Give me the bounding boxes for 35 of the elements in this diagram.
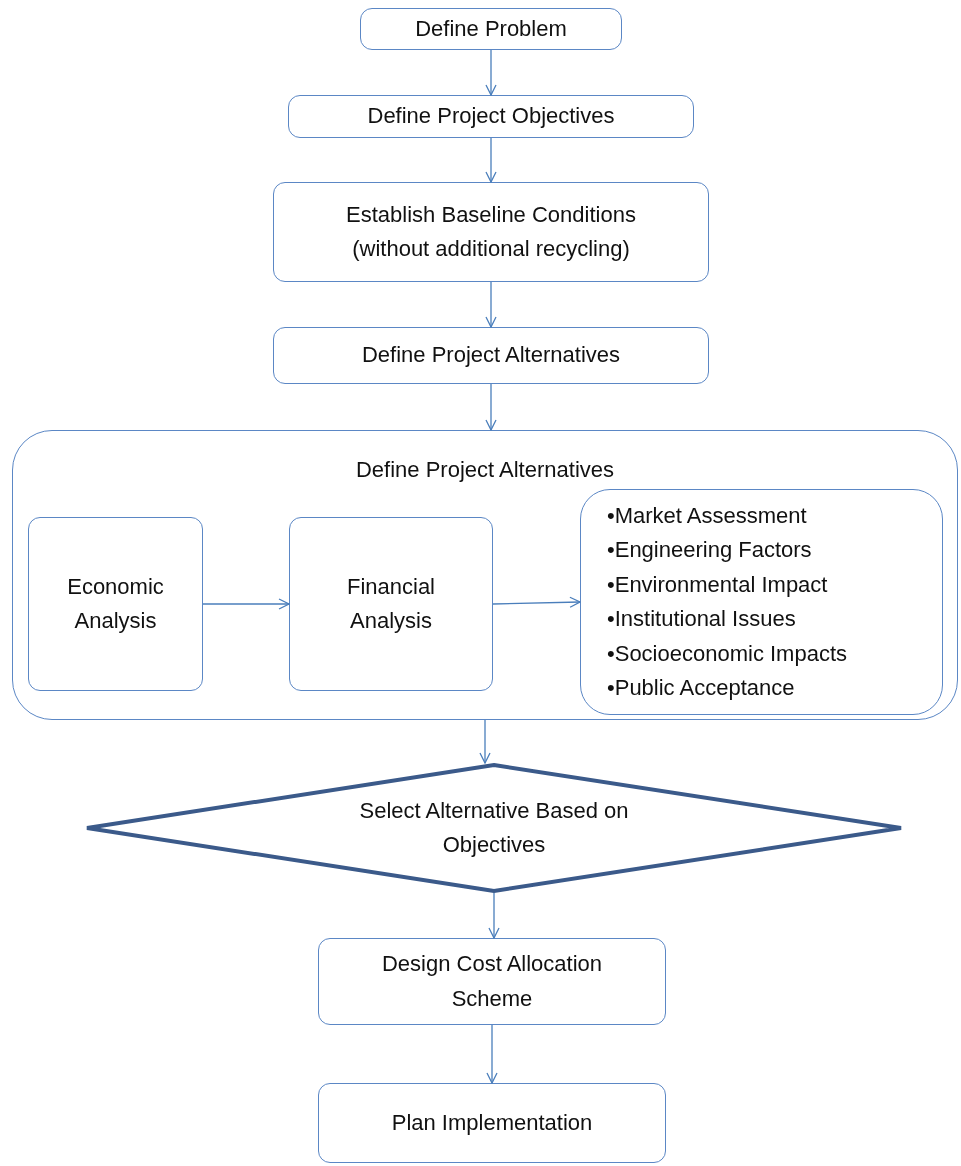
process-box — [273, 182, 709, 282]
arrow — [202, 598, 290, 610]
arrow — [479, 719, 491, 764]
bullet-item: •Market Assessment — [607, 501, 808, 530]
arrow — [485, 49, 497, 96]
node-text: Design Cost Allocation Scheme — [380, 950, 604, 1013]
process-box — [289, 517, 493, 691]
arrow — [492, 596, 581, 608]
node-text: Economic Analysis — [66, 572, 165, 635]
node-text: Select Alternative Based on Objectives — [358, 796, 630, 859]
arrow — [485, 383, 497, 431]
arrow — [485, 137, 497, 183]
bullet-item: •Environmental Impact — [607, 570, 829, 599]
process-box — [360, 8, 622, 50]
node-text: Define Project Alternatives — [362, 341, 620, 370]
node-text: Define Problem — [415, 14, 567, 43]
arrow — [486, 1024, 498, 1084]
process-box — [318, 938, 666, 1025]
node-text: Plan Implementation — [391, 1108, 593, 1137]
node-text: Financial Analysis — [345, 572, 436, 635]
bullet-item: •Institutional Issues — [607, 605, 797, 633]
process-box — [273, 327, 709, 384]
bullet-item: •Socioeconomic Impacts — [607, 639, 848, 668]
group-box — [12, 430, 958, 720]
node-text: Establish Baseline Conditions (without additional recycling) — [345, 200, 637, 263]
bullet-item: •Public Acceptance — [607, 674, 796, 702]
arrow — [485, 281, 497, 328]
bullet-item: •Engineering Factors — [607, 536, 813, 564]
list-box — [580, 489, 943, 715]
process-box — [288, 95, 694, 138]
process-box — [28, 517, 203, 691]
group-heading: Define Project Alternatives — [355, 457, 615, 483]
process-box — [318, 1083, 666, 1163]
node-text: Define Project Objectives — [367, 102, 615, 131]
arrow — [488, 892, 500, 939]
